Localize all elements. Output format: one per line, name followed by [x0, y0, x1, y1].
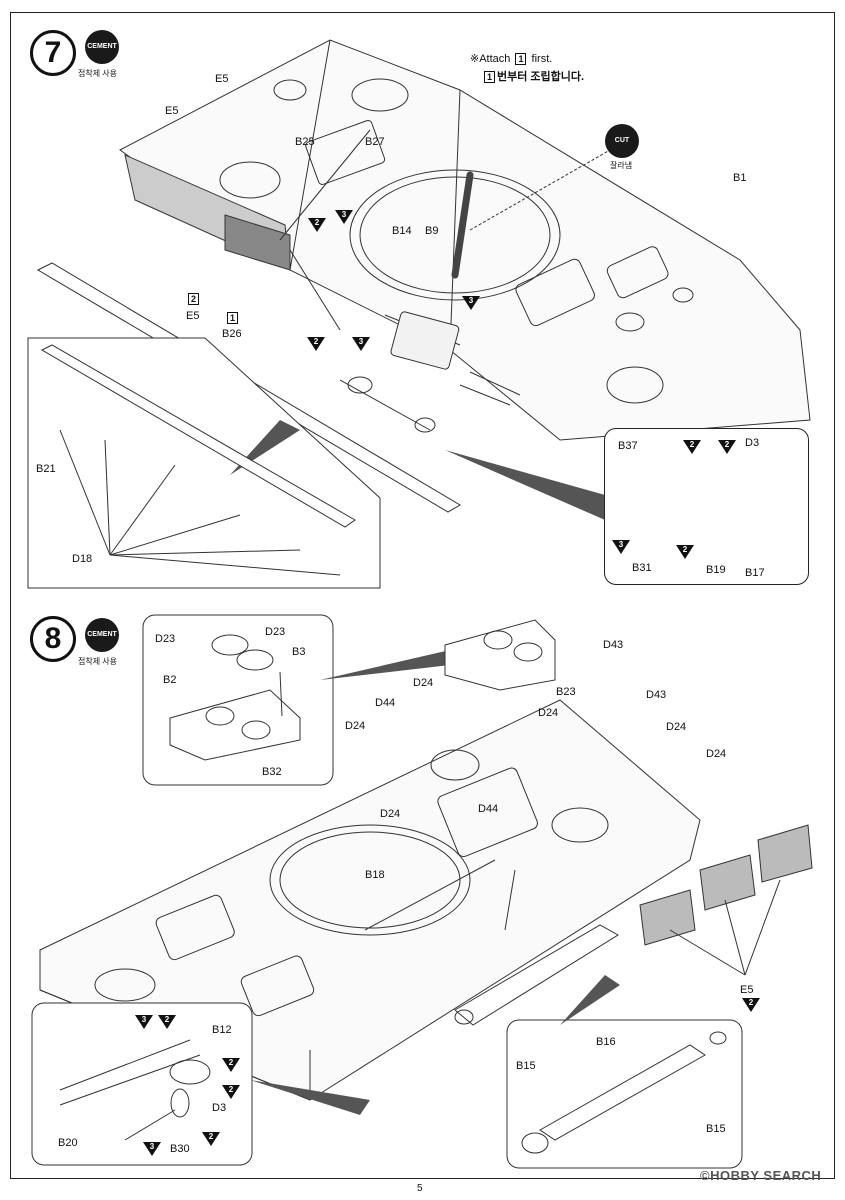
- label-b15-b: B15: [706, 1123, 726, 1135]
- label-b3: B3: [292, 646, 306, 658]
- label-d23-a: D23: [155, 633, 176, 645]
- label-b17: B17: [745, 567, 765, 579]
- step7-order-marker: 3: [352, 337, 370, 351]
- cut-caption: 잘라냄: [610, 161, 633, 170]
- cement-caption-step7: 접착제 사용: [78, 69, 118, 78]
- label-b16: B16: [596, 1036, 616, 1048]
- label-b27: B27: [365, 136, 385, 148]
- label-e5-top: E5: [215, 73, 229, 85]
- step8-order-marker: 2: [202, 1132, 220, 1146]
- label-b21: B21: [36, 463, 56, 475]
- label-d44-a: D44: [375, 697, 396, 709]
- label-b37: B37: [618, 440, 638, 452]
- label-d3-step7: D3: [745, 437, 760, 449]
- label-d24-b: D24: [538, 707, 559, 719]
- watermark-logo: ©HOBBY SEARCH: [700, 1168, 822, 1183]
- cement-caption-step8: 접착제 사용: [78, 657, 118, 666]
- label-sq1: 1: [225, 312, 240, 324]
- step-8-number: 8: [30, 616, 76, 662]
- note-num-ko: 1: [484, 71, 496, 83]
- label-d44-b: D44: [478, 803, 499, 815]
- hatch-inset-drawing: [169, 634, 301, 761]
- sq-1: 1: [227, 312, 239, 324]
- step7-order-marker: 2: [307, 337, 325, 351]
- label-b31: B31: [632, 562, 652, 574]
- label-d23-b: D23: [265, 626, 286, 638]
- note-first: first.: [531, 53, 553, 65]
- step-7-number: 7: [30, 30, 76, 76]
- attach-first-note-en: ※Attach 1 first.: [470, 52, 552, 65]
- cement-badge-step7: CEMENT: [85, 30, 119, 64]
- step7-order-marker: 2: [718, 440, 736, 454]
- label-b32: B32: [262, 766, 282, 778]
- label-b26: B26: [222, 328, 242, 340]
- note-prefix: ※: [470, 53, 480, 65]
- label-b19: B19: [706, 564, 726, 576]
- label-sq2: 2: [186, 293, 201, 305]
- step8-order-marker: 2: [742, 998, 760, 1012]
- label-d24-c: D24: [345, 720, 366, 732]
- label-d24-d: D24: [666, 721, 687, 733]
- step8-order-marker: 2: [158, 1015, 176, 1029]
- step7-order-marker: 3: [612, 540, 630, 554]
- label-e5-step8: E5: [740, 984, 754, 996]
- label-b30: B30: [170, 1143, 190, 1155]
- label-b18: B18: [365, 869, 385, 881]
- label-b14: B14: [392, 225, 412, 237]
- label-b20: B20: [58, 1137, 78, 1149]
- step8-order-marker: 2: [222, 1085, 240, 1099]
- step7-inset-right-frame: [604, 428, 809, 585]
- step8-hull-drawing: [39, 699, 813, 1101]
- label-b1: B1: [733, 172, 747, 184]
- step8-inset-b12: [31, 1002, 253, 1166]
- label-b15-a: B15: [516, 1060, 536, 1072]
- label-b9: B9: [425, 225, 439, 237]
- cut-badge: CUT: [605, 124, 639, 158]
- note-num-en: 1: [515, 53, 527, 65]
- cement-badge-step8: CEMENT: [85, 618, 119, 652]
- step8-order-marker: 2: [222, 1058, 240, 1072]
- label-e5-bottom: E5: [186, 310, 200, 322]
- label-d24-e: D24: [706, 748, 727, 760]
- step7-order-marker: 3: [462, 296, 480, 310]
- step7-order-marker: 2: [308, 218, 326, 232]
- step7-order-marker: 3: [335, 210, 353, 224]
- label-b23: B23: [556, 686, 576, 698]
- page-frame: [10, 12, 835, 1179]
- step8-order-marker: 3: [135, 1015, 153, 1029]
- step7-order-marker: 2: [676, 545, 694, 559]
- step7-hull-drawing: [119, 39, 811, 441]
- step8-order-marker: 3: [143, 1142, 161, 1156]
- step7-order-marker: 2: [683, 440, 701, 454]
- label-d43-b: D43: [646, 689, 667, 701]
- note-attach: Attach: [479, 53, 511, 65]
- label-b2: B2: [163, 674, 177, 686]
- label-b25: B25: [295, 136, 315, 148]
- label-d43-a: D43: [603, 639, 624, 651]
- note-ko-text: 번부터 조립합니다.: [497, 71, 585, 83]
- label-b12: B12: [212, 1024, 232, 1036]
- label-d24-a: D24: [413, 677, 434, 689]
- step7-inset-b21: [27, 337, 381, 589]
- d18-leaders: [59, 429, 341, 576]
- label-d24-f: D24: [380, 808, 401, 820]
- label-d3-step8: D3: [212, 1102, 227, 1114]
- label-e5-left: E5: [165, 105, 179, 117]
- sq-2: 2: [188, 293, 200, 305]
- page-number: 5: [417, 1183, 423, 1194]
- label-d18: D18: [72, 553, 93, 565]
